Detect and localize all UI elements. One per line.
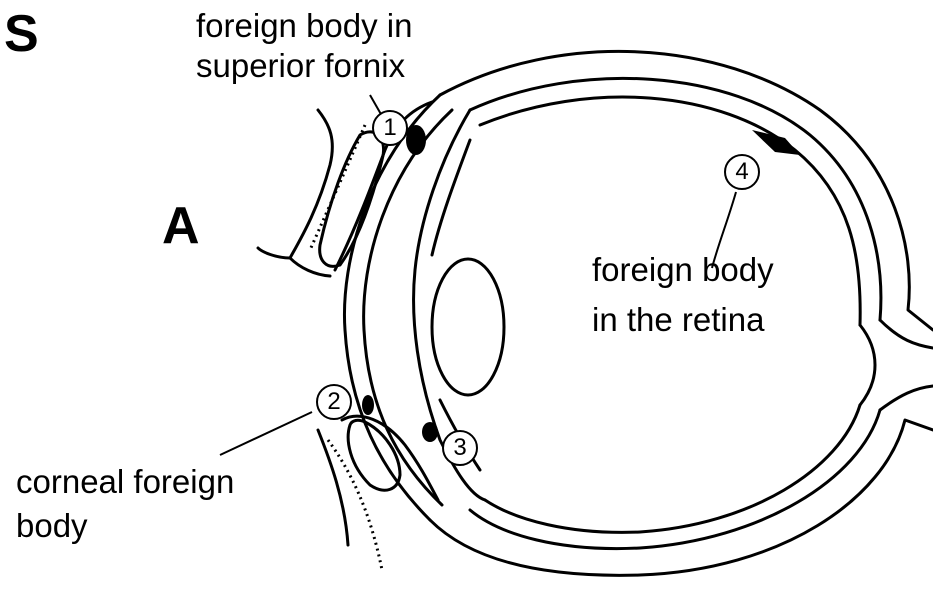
- label-retina-line1: foreign body: [592, 252, 774, 288]
- label-retina-line2: in the retina: [592, 302, 764, 338]
- lower-eyelid: [318, 430, 348, 545]
- label-fornix-line1: foreign body in: [196, 8, 412, 44]
- letter-s: S: [4, 6, 39, 63]
- marker-2: 2: [316, 384, 352, 420]
- marker-4: 4: [724, 154, 760, 190]
- label-fornix-line2: superior fornix: [196, 48, 405, 84]
- retinal-foreign-body: [752, 130, 800, 155]
- marker-1: 1: [372, 110, 408, 146]
- lens: [432, 259, 504, 395]
- label-corneal-line2: body: [16, 508, 88, 544]
- optic-nerve-lower: [880, 386, 933, 410]
- marker-3: 3: [442, 430, 478, 466]
- choroid-layer-lower: [485, 405, 860, 532]
- label-corneal-line1: corneal foreign: [16, 464, 234, 500]
- iris-foreign-body: [422, 422, 438, 442]
- corneal-foreign-body: [362, 395, 374, 415]
- letter-a: A: [162, 198, 200, 255]
- sclera-outline-lower: [430, 420, 933, 575]
- leader-line-2: [220, 412, 312, 455]
- cornea: [344, 95, 440, 520]
- fornix-foreign-body: [406, 125, 426, 155]
